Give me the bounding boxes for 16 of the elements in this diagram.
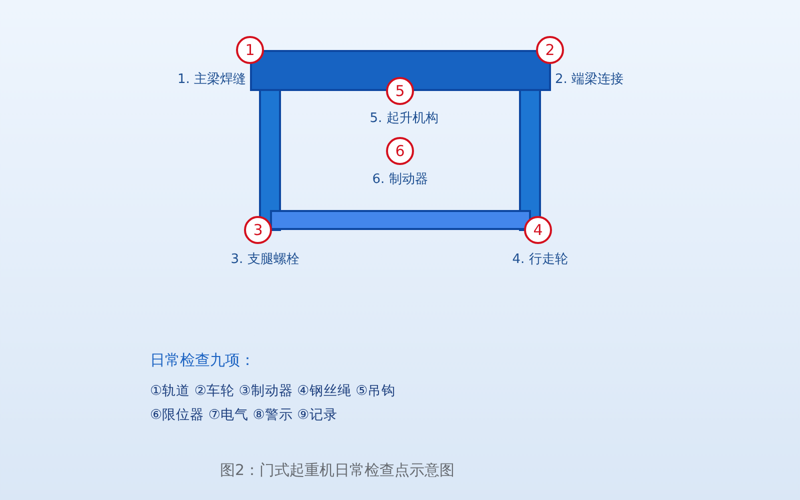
callout-number: 1 xyxy=(236,36,264,64)
callout-label: 6. 制动器 xyxy=(372,171,428,189)
callout-label: 2. 端梁连接 xyxy=(555,71,624,89)
callout-label: 1. 主梁焊缝 xyxy=(177,71,246,89)
list-heading: 日常检查九项： xyxy=(150,350,255,370)
callout-number: 4 xyxy=(524,216,552,244)
checklist-text: ⑥限位器 ⑦电气 ⑧警示 ⑨记录 xyxy=(150,406,338,425)
callout-label: 4. 行走轮 xyxy=(512,251,568,269)
callout-label: 5. 起升机构 xyxy=(370,110,438,128)
callout-label: 3. 支腿螺栓 xyxy=(230,251,300,269)
callout-number: 3 xyxy=(244,216,272,244)
figure-caption: 图2：门式起重机日常检查点示意图 xyxy=(220,460,455,480)
callout-number: 6 xyxy=(386,137,414,165)
callout-number: 2 xyxy=(536,36,564,64)
callout-number: 5 xyxy=(386,77,414,105)
checklist-text: ①轨道 ②车轮 ③制动器 ④钢丝绳 ⑤吊钩 xyxy=(150,382,396,401)
